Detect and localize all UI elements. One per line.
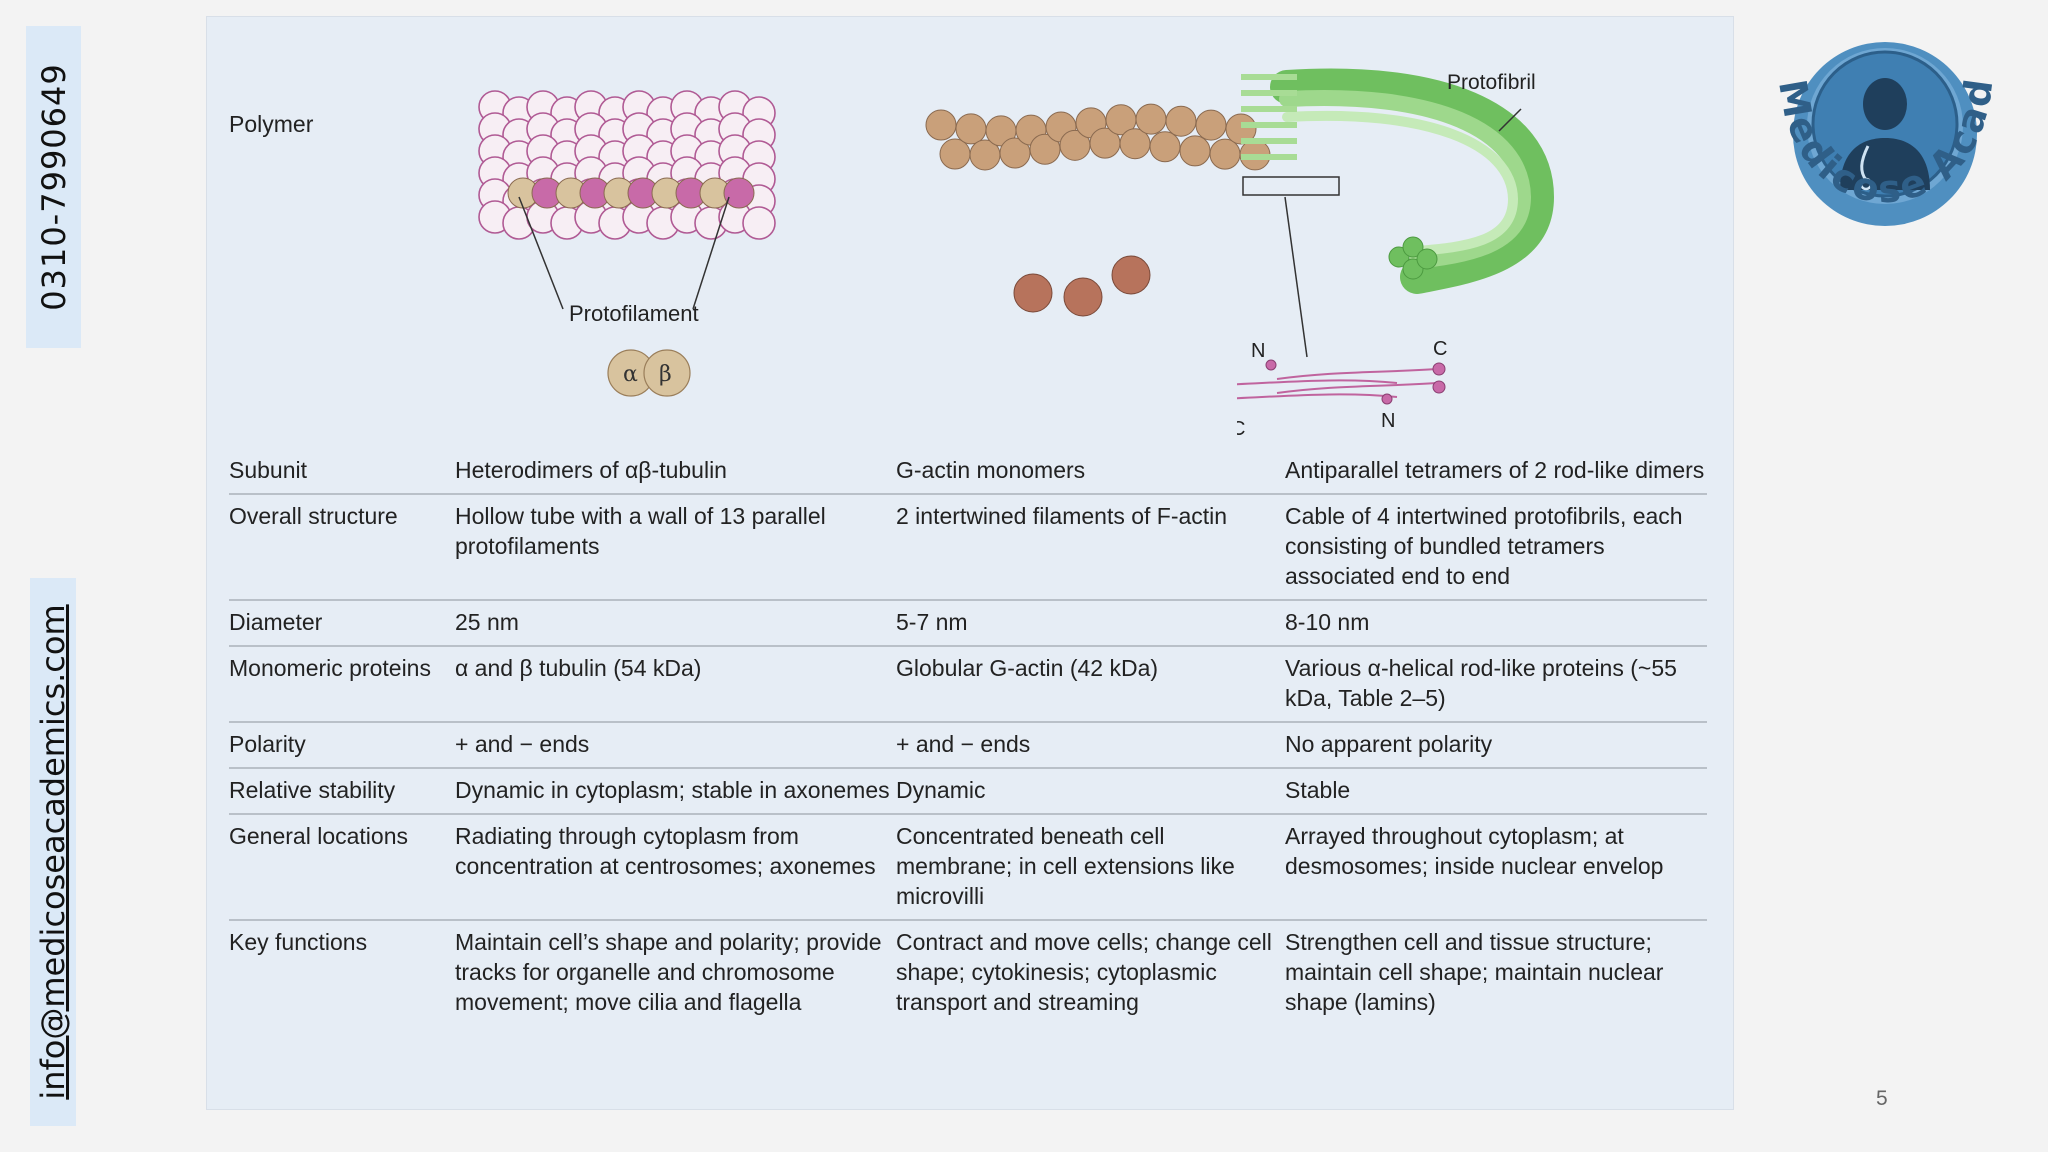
row-label: Key functions <box>229 929 368 955</box>
table-cell: 8-10 nm <box>1285 600 1707 647</box>
phone-banner: 0310-7990649 <box>26 26 81 348</box>
row-label: General locations <box>229 814 455 921</box>
cable-end <box>1388 236 1438 280</box>
row-label: Monomeric proteins <box>229 646 455 723</box>
row-label: Relative stability <box>229 768 455 815</box>
table-cell: Concentrated beneath cell membrane; in c… <box>896 814 1285 921</box>
table-cell: + and − ends <box>896 722 1285 769</box>
table-cell: Strengthen cell and tissue structure; ma… <box>1285 929 1664 1015</box>
actin-filament-figure <box>925 103 1271 317</box>
table-cell: Maintain cell’s shape and polarity; prov… <box>455 929 882 1015</box>
table-cell: α and β tubulin (54 kDa) <box>455 646 896 723</box>
table-cell: Cable of 4 intertwined protofibrils, eac… <box>1285 494 1707 601</box>
beta-symbol: β <box>659 362 672 387</box>
intermediate-filament-figure: Protofibril N C C N <box>1237 68 1555 440</box>
g-actin-monomer <box>1063 277 1103 317</box>
c-terminus-right: C <box>1433 338 1447 360</box>
protofibril-cable <box>1270 68 1555 294</box>
table-cell: 2 intertwined filaments of F-actin <box>896 494 1285 601</box>
protofilament-beads <box>507 177 755 209</box>
tetramer-diagram <box>1237 368 1438 400</box>
email-link[interactable]: info@medicoseacademics.com <box>34 604 72 1100</box>
table-row: Key functions Maintain cell’s shape and p… <box>229 920 1707 1025</box>
table-cell: Arrayed throughout cytoplasm; at desmoso… <box>1285 814 1707 921</box>
alpha-symbol: α <box>623 362 638 387</box>
f-actin-beads <box>925 103 1271 171</box>
protofibril-label: Protofibril <box>1447 71 1536 94</box>
table-cell: Globular G-actin (42 kDa) <box>896 646 1285 723</box>
table-cell: Dynamic in cytoplasm; stable in axonemes <box>455 768 896 815</box>
medicose-academics-logo: Medicose Academics <box>1740 22 1999 226</box>
tetramer-heads <box>1265 359 1446 405</box>
row-label-polymer: Polymer <box>229 111 314 137</box>
table-cell: 25 nm <box>455 600 896 647</box>
microtubule-wall <box>478 90 776 240</box>
protofibril-strands <box>1241 74 1297 160</box>
slide-content: Polymer Protofilament α β <box>206 16 1734 1110</box>
table-cell: Stable <box>1285 768 1707 815</box>
table-cell: No apparent polarity <box>1285 722 1707 769</box>
table-cell: G-actin monomers <box>896 449 1285 495</box>
row-label: Overall structure <box>229 494 455 601</box>
row-label: Diameter <box>229 600 455 647</box>
row-label: Polarity <box>229 722 455 769</box>
page-number: 5 <box>1876 1087 1888 1110</box>
email-banner: info@medicoseacademics.com <box>30 578 76 1126</box>
table-cell: Antiparallel tetramers of 2 rod-like dim… <box>1285 449 1707 495</box>
table-cell: Radiating through cytoplasm from concent… <box>455 814 896 921</box>
table-cell: 5-7 nm <box>896 600 1285 647</box>
magnified-region <box>1242 176 1340 196</box>
table-cell: Dynamic <box>896 768 1285 815</box>
n-terminus-left: N <box>1251 340 1265 362</box>
g-actin-monomer <box>1111 255 1151 295</box>
microtubule-figure: Protofilament α β <box>478 90 776 397</box>
table-cell: Heterodimers of αβ-tubulin <box>455 449 896 495</box>
g-actin-monomer <box>1013 273 1053 313</box>
row-label: Subunit <box>229 449 455 495</box>
table-cell: + and − ends <box>455 722 896 769</box>
table-cell: Various α-helical rod-like proteins (~55… <box>1285 646 1707 723</box>
phone-number: 0310-7990649 <box>34 63 73 311</box>
c-terminus-left: C <box>1237 418 1245 440</box>
table-cell: Contract and move cells; change cell sha… <box>896 929 1272 1015</box>
n-terminus-right: N <box>1381 410 1395 432</box>
table-cell: Hollow tube with a wall of 13 parallel p… <box>455 494 896 601</box>
protofilament-label: Protofilament <box>569 301 699 326</box>
